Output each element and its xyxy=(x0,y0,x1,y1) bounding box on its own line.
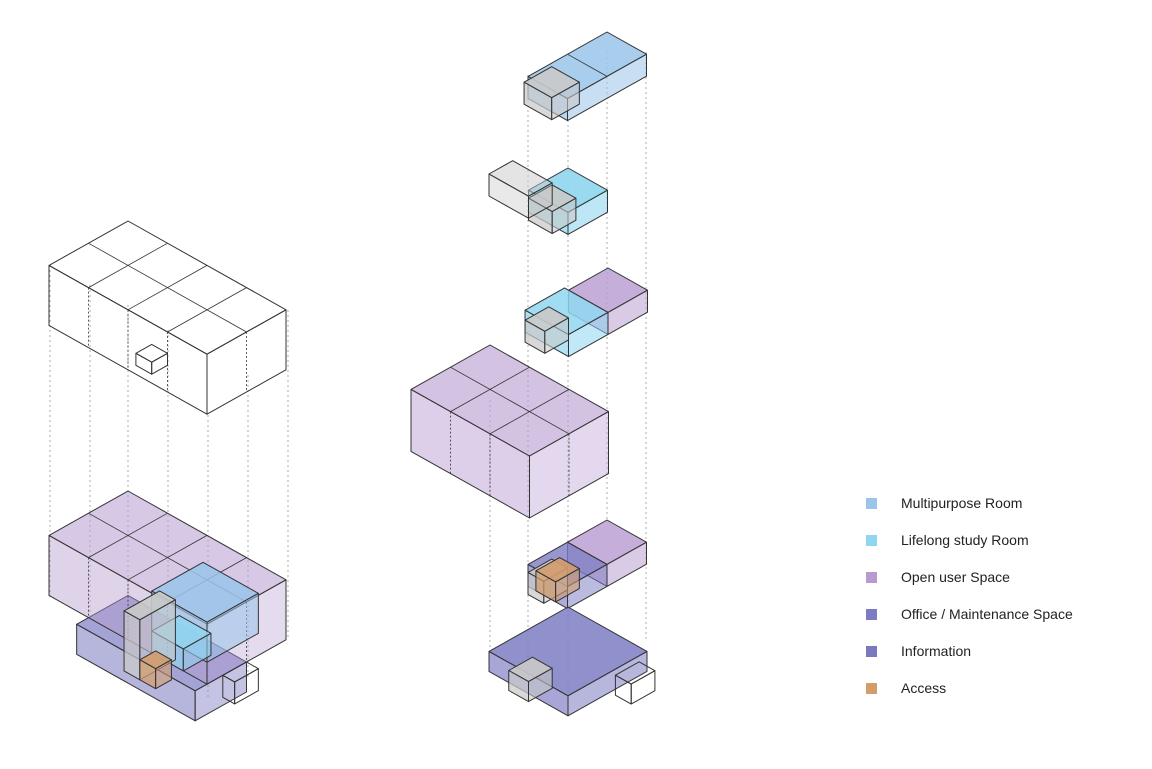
level1-multipurpose-side xyxy=(567,53,647,122)
legend-label: Multipurpose Room xyxy=(901,495,1023,511)
legend-item-lifelong: Lifelong study Room xyxy=(866,531,1073,568)
access-volume-side xyxy=(155,659,172,690)
grid-line xyxy=(450,366,570,435)
level3-stair-side xyxy=(544,317,569,354)
legend-label: Lifelong study Room xyxy=(901,532,1029,548)
wireframe-stair-void-top xyxy=(135,343,168,363)
legend: Multipurpose Room Lifelong study Room Op… xyxy=(866,494,1073,716)
grid-line xyxy=(567,53,608,77)
wireframe-stair-void-front xyxy=(135,352,153,375)
grid-line xyxy=(88,242,247,333)
level2-stair-side xyxy=(551,197,577,235)
multipurpose-volume-side xyxy=(206,592,259,663)
entrance-outline-side xyxy=(234,668,259,705)
legend-item-access: Access xyxy=(866,679,1073,716)
legend-item-information: Information xyxy=(866,642,1073,679)
swatch-office xyxy=(866,609,877,620)
legend-label: Office / Maintenance Space xyxy=(901,606,1073,622)
legend-label: Access xyxy=(901,680,947,696)
level1-stair-side xyxy=(551,81,580,121)
level6-entrance-outline-side xyxy=(630,670,656,705)
level3-lifelong-side xyxy=(568,311,609,358)
wireframe-massing-side xyxy=(206,309,287,415)
legend-item-office: Office / Maintenance Space xyxy=(866,605,1073,642)
level6-office-side xyxy=(567,650,648,717)
lifelong-volume-side xyxy=(182,632,212,672)
swatch-multipurpose xyxy=(866,498,877,509)
level2-lifelong-side xyxy=(567,189,608,235)
legend-label: Open user Space xyxy=(901,569,1010,585)
level2-stair-left-side xyxy=(528,182,553,219)
stair-core-front xyxy=(123,610,141,681)
swatch-open xyxy=(866,572,877,583)
swatch-information xyxy=(866,646,877,657)
level4-open-side xyxy=(529,411,609,519)
legend-item-open: Open user Space xyxy=(866,568,1073,605)
swatch-access xyxy=(866,683,877,694)
legend-item-multipurpose: Multipurpose Room xyxy=(866,494,1073,531)
wireframe-stair-void-side xyxy=(151,352,168,375)
legend-label: Information xyxy=(901,643,972,659)
level5-access-side xyxy=(555,568,580,603)
swatch-lifelong xyxy=(866,535,877,546)
level6-stair-side xyxy=(528,667,553,703)
